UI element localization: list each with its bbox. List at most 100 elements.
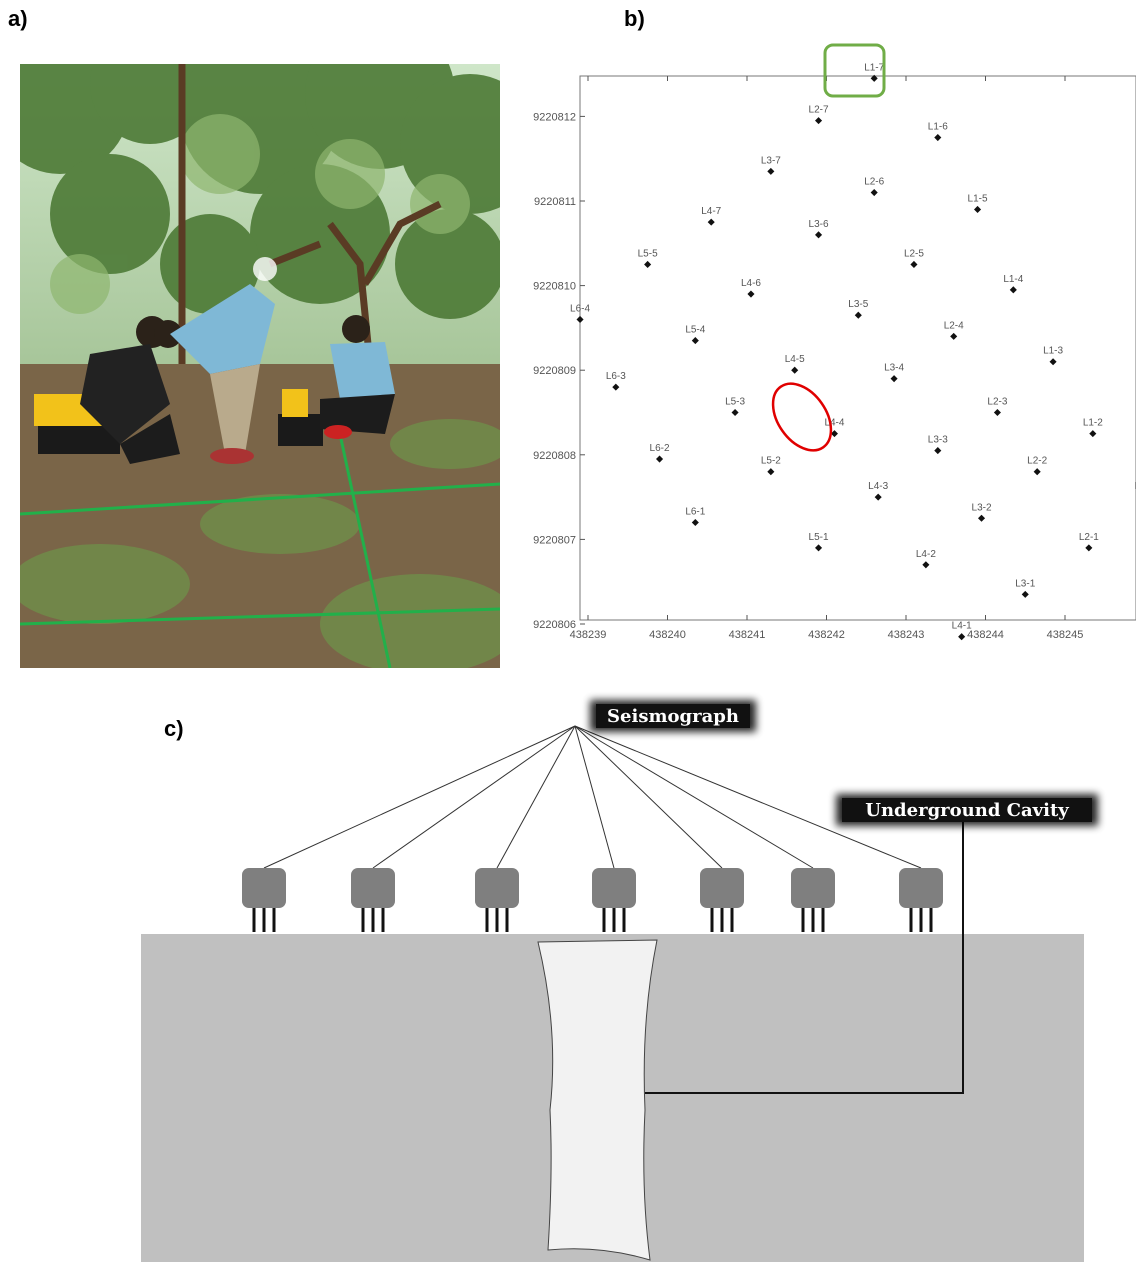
panel-label-b: b): [624, 6, 645, 31]
survey-point-label: L2-5: [904, 248, 924, 259]
survey-point: L4-4: [824, 418, 845, 438]
survey-point-label: L3-2: [972, 502, 992, 513]
y-tick-label: 9220808: [533, 450, 576, 462]
seismograph-cable: [574, 725, 922, 869]
survey-point-label: L1-1: [1134, 481, 1136, 492]
y-tick-label: 9220812: [533, 111, 576, 123]
underground-cavity: [537, 939, 658, 1261]
survey-point-marker: [854, 311, 862, 319]
geophone: [592, 868, 636, 932]
seismograph-cable: [372, 725, 576, 869]
survey-point-marker: [612, 383, 620, 391]
survey-point-marker: [870, 74, 878, 82]
survey-point: L4-2: [916, 549, 936, 569]
survey-point-label: L1-2: [1083, 418, 1103, 429]
x-tick-label: 438243: [888, 629, 925, 641]
survey-point-marker: [974, 205, 982, 213]
survey-point-marker: [644, 260, 652, 268]
underground-cavity-label: Underground Cavity: [865, 800, 1069, 821]
survey-point-label: L5-4: [685, 325, 705, 336]
geophone-body: [242, 868, 286, 908]
survey-point: L1-3: [1043, 346, 1064, 366]
survey-point-label: L4-2: [916, 549, 936, 560]
panel-label-a: a): [8, 6, 28, 31]
survey-point-marker: [815, 544, 823, 552]
person-center: [154, 257, 277, 464]
geophone-row: [242, 868, 943, 932]
cavity-callout: Underground Cavity: [836, 794, 1098, 826]
seismic-schematic: Seismograph Underground Cavity: [141, 700, 1098, 1262]
survey-point: L2-2: [1027, 456, 1048, 476]
seismograph-cable: [574, 725, 615, 869]
survey-point-label: L3-3: [928, 435, 948, 446]
highlight-ellipse-red: [771, 382, 833, 452]
person-right: [320, 315, 395, 439]
geophone-body: [700, 868, 744, 908]
geophone: [242, 868, 286, 932]
survey-point-marker: [890, 375, 898, 383]
survey-point-label: L2-7: [809, 105, 829, 116]
survey-point-label: L3-1: [1015, 578, 1035, 589]
seismograph-cables: [263, 725, 922, 869]
seismograph-cable: [574, 725, 723, 869]
survey-point-label: L3-7: [761, 155, 781, 166]
survey-point: L5-5: [638, 248, 658, 268]
survey-point-label: L4-1: [952, 621, 972, 632]
survey-point-marker: [977, 514, 986, 522]
geophone: [791, 868, 835, 932]
survey-point-marker: [870, 189, 878, 197]
geophone-body: [791, 868, 835, 908]
survey-point-label: L6-2: [650, 443, 670, 454]
survey-point: L1-5: [968, 193, 988, 213]
survey-point-label: L3-5: [848, 299, 868, 310]
cavity-leader-line: [645, 816, 964, 1094]
highlight-box-green: [823, 43, 886, 98]
survey-point-label: L1-5: [968, 193, 988, 204]
geophone-body: [351, 868, 395, 908]
survey-point-marker: [791, 366, 799, 374]
survey-point: L5-1: [809, 532, 829, 552]
seismograph-label: Seismograph: [607, 706, 739, 727]
survey-point-marker: [815, 117, 823, 125]
geophone: [475, 868, 519, 932]
survey-point-label: L5-3: [725, 397, 745, 408]
survey-point-marker: [830, 430, 838, 438]
survey-point-label: L4-5: [785, 354, 805, 365]
survey-point: L2-7: [809, 105, 829, 125]
survey-point-marker: [922, 561, 930, 569]
survey-point-marker: [691, 337, 699, 345]
survey-point: L1-2: [1083, 418, 1103, 438]
y-tick-label: 9220806: [533, 619, 576, 631]
survey-point: L1-7: [864, 62, 885, 82]
survey-point: L3-2: [972, 502, 992, 522]
survey-point-marker: [934, 134, 942, 142]
survey-point-label: L1-3: [1043, 346, 1063, 357]
survey-point: L6-2: [650, 443, 670, 463]
field-survey-photo: [20, 64, 500, 668]
survey-point-label: L4-6: [741, 278, 761, 289]
survey-point: L4-3: [868, 481, 889, 501]
survey-tape: [20, 433, 500, 668]
geophone-body: [592, 868, 636, 908]
survey-point-label: L6-1: [685, 506, 705, 517]
survey-point-label: L1-6: [928, 122, 948, 133]
survey-point-label: L3-4: [884, 363, 904, 374]
survey-point: L2-6: [864, 177, 885, 197]
survey-point: L6-4: [570, 303, 590, 323]
survey-point-marker: [576, 315, 584, 323]
survey-point-label: L1-4: [1003, 274, 1023, 285]
seismograph-cable: [263, 725, 576, 869]
survey-point: L2-4: [944, 320, 964, 340]
survey-point-marker: [950, 332, 958, 340]
geophone: [700, 868, 744, 932]
x-tick-label: 438244: [967, 629, 1004, 641]
survey-point-label: L2-2: [1027, 456, 1047, 467]
survey-point-marker: [731, 408, 739, 417]
survey-point-label: L5-1: [809, 532, 829, 543]
x-tick-label: 438241: [729, 629, 766, 641]
survey-point: L3-4: [884, 363, 905, 383]
survey-point: L1-1: [1134, 481, 1136, 492]
survey-point-marker: [910, 260, 918, 268]
survey-point: L6-3: [606, 371, 626, 391]
survey-point-label: L3-6: [809, 219, 829, 230]
